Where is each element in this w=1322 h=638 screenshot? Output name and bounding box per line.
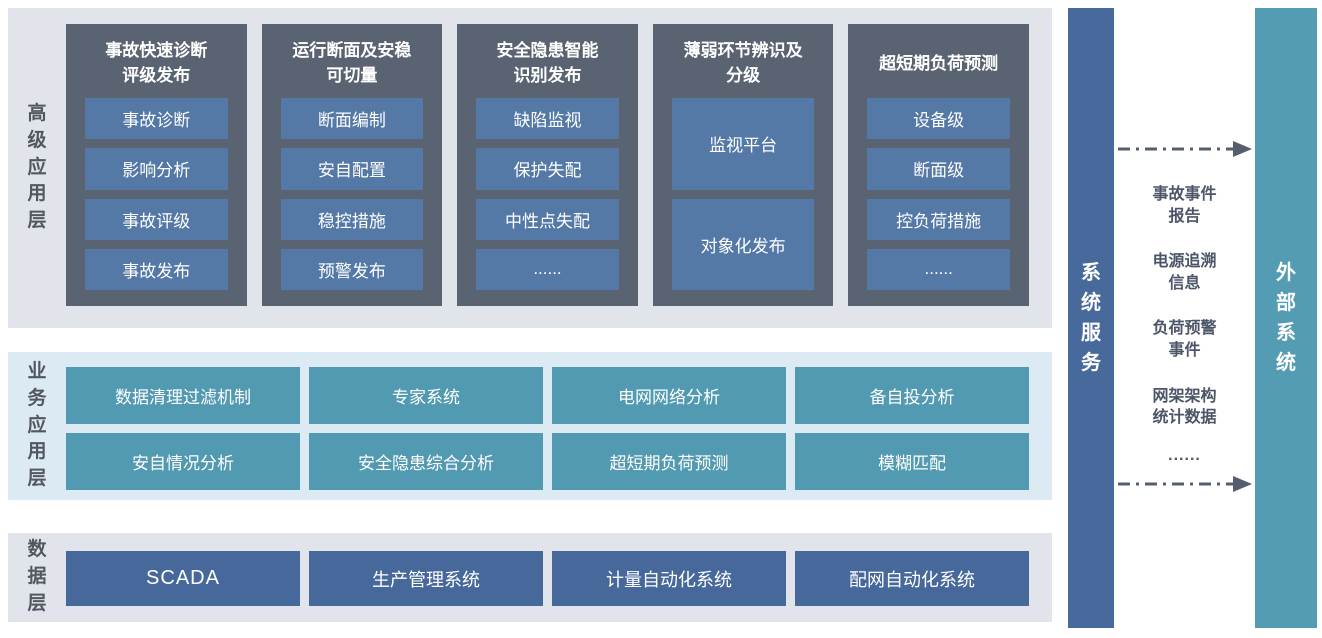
system-service-label: 系统服务	[1081, 262, 1101, 374]
app-cell: 稳控措施	[280, 198, 424, 240]
layer-label-business-text: 业务应用层	[27, 360, 47, 490]
app-cell: 控负荷措施	[867, 198, 1010, 240]
app-cell: 缺陷监视	[476, 98, 619, 140]
app-column-hidden-danger: 安全隐患智能 识别发布 缺陷监视 保护失配 中性点失配 ......	[457, 24, 638, 306]
business-box: 备自投分析	[795, 367, 1029, 424]
external-system-label: 外部系统	[1276, 262, 1296, 374]
layer-label-advanced: 高级应用层	[8, 8, 66, 328]
layer-label-data-text: 数据层	[27, 539, 47, 614]
app-cell: ......	[476, 248, 619, 290]
column-header: 超短期负荷预测	[879, 53, 999, 73]
app-cell: 事故诊断	[85, 98, 228, 140]
app-cell: 事故评级	[85, 198, 228, 240]
business-box: 超短期负荷预测	[552, 433, 786, 490]
external-system-bar: 外部系统	[1255, 8, 1317, 628]
column-header: 事故快速诊断 评级发布	[105, 41, 208, 85]
column-cells: 监视平台 对象化发布	[671, 98, 815, 290]
app-cell: 中性点失配	[476, 198, 619, 240]
business-rows: 数据清理过滤机制 专家系统 电网网络分析 备自投分析 安自情况分析 安全隐患综合…	[66, 367, 1029, 490]
app-cell: 安自配置	[280, 148, 424, 190]
column-header: 安全隐患智能 识别发布	[496, 41, 599, 85]
app-column-operation-section: 运行断面及安稳 可切量 断面编制 安自配置 稳控措施 预警发布	[261, 24, 443, 306]
business-box: 安自情况分析	[66, 433, 300, 490]
exchange-panel: 事故事件 报告 电源追溯 信息 负荷预警 事件 网架架构 统计数据 ......	[1114, 8, 1255, 628]
app-cell: 保护失配	[476, 148, 619, 190]
layer-label-data: 数据层	[8, 533, 66, 622]
data-system-box: SCADA	[66, 551, 300, 606]
layer-advanced-applications: 高级应用层 事故快速诊断 评级发布 事故诊断 影响分析 事故评级 事故发布 运行…	[8, 8, 1052, 328]
app-column-load-forecast: 超短期负荷预测 设备级 断面级 控负荷措施 ......	[848, 24, 1029, 306]
business-box: 模糊匹配	[795, 433, 1029, 490]
app-cell: 监视平台	[671, 98, 815, 190]
app-cell: 断面级	[867, 148, 1010, 190]
data-systems-row: SCADA 生产管理系统 计量自动化系统 配网自动化系统	[66, 551, 1029, 606]
column-cells: 事故诊断 影响分析 事故评级 事故发布	[85, 98, 228, 290]
app-cell: 影响分析	[85, 148, 228, 190]
business-box: 专家系统	[309, 367, 543, 424]
app-cell: 对象化发布	[671, 198, 815, 290]
layer-data: 数据层 SCADA 生产管理系统 计量自动化系统 配网自动化系统	[8, 533, 1052, 622]
business-box: 电网网络分析	[552, 367, 786, 424]
app-cell: 预警发布	[280, 248, 424, 290]
exchange-item: 网架架构 统计数据	[1152, 387, 1217, 427]
app-column-weak-link: 薄弱环节辨识及 分级 监视平台 对象化发布	[652, 24, 834, 306]
app-cell: 设备级	[867, 98, 1010, 140]
dashdot-arrow-right-icon	[1118, 476, 1252, 492]
layer-label-advanced-text: 高级应用层	[27, 102, 47, 232]
business-box: 安全隐患综合分析	[309, 433, 543, 490]
app-cell: 断面编制	[280, 98, 424, 140]
exchange-items: 事故事件 报告 电源追溯 信息 负荷预警 事件 网架架构 统计数据 ......	[1114, 184, 1255, 466]
app-column-accident-diagnosis: 事故快速诊断 评级发布 事故诊断 影响分析 事故评级 事故发布	[66, 24, 247, 306]
system-service-bar: 系统服务	[1068, 8, 1114, 628]
column-header: 运行断面及安稳 可切量	[292, 41, 412, 85]
column-cells: 断面编制 安自配置 稳控措施 预警发布	[280, 98, 424, 290]
exchange-item: 电源追溯 信息	[1152, 253, 1217, 292]
advanced-columns: 事故快速诊断 评级发布 事故诊断 影响分析 事故评级 事故发布 运行断面及安稳 …	[66, 24, 1029, 306]
layer-label-business: 业务应用层	[8, 352, 66, 500]
data-system-box: 配网自动化系统	[795, 551, 1029, 606]
business-box: 数据清理过滤机制	[66, 367, 300, 424]
business-row: 数据清理过滤机制 专家系统 电网网络分析 备自投分析	[66, 367, 1029, 424]
dashdot-arrow-right-icon	[1118, 141, 1252, 157]
column-header: 薄弱环节辨识及 分级	[683, 41, 803, 85]
data-system-box: 生产管理系统	[309, 551, 543, 606]
app-cell: 事故发布	[85, 248, 228, 290]
exchange-item: 事故事件 报告	[1152, 186, 1217, 225]
data-system-box: 计量自动化系统	[552, 551, 786, 606]
business-row: 安自情况分析 安全隐患综合分析 超短期负荷预测 模糊匹配	[66, 433, 1029, 490]
exchange-item: 负荷预警 事件	[1152, 320, 1217, 359]
column-cells: 缺陷监视 保护失配 中性点失配 ......	[476, 98, 619, 290]
app-cell: ......	[867, 248, 1010, 290]
layer-business-applications: 业务应用层 数据清理过滤机制 专家系统 电网网络分析 备自投分析 安自情况分析 …	[8, 352, 1052, 500]
exchange-ellipsis: ......	[1168, 446, 1201, 464]
column-cells: 设备级 断面级 控负荷措施 ......	[867, 98, 1010, 290]
